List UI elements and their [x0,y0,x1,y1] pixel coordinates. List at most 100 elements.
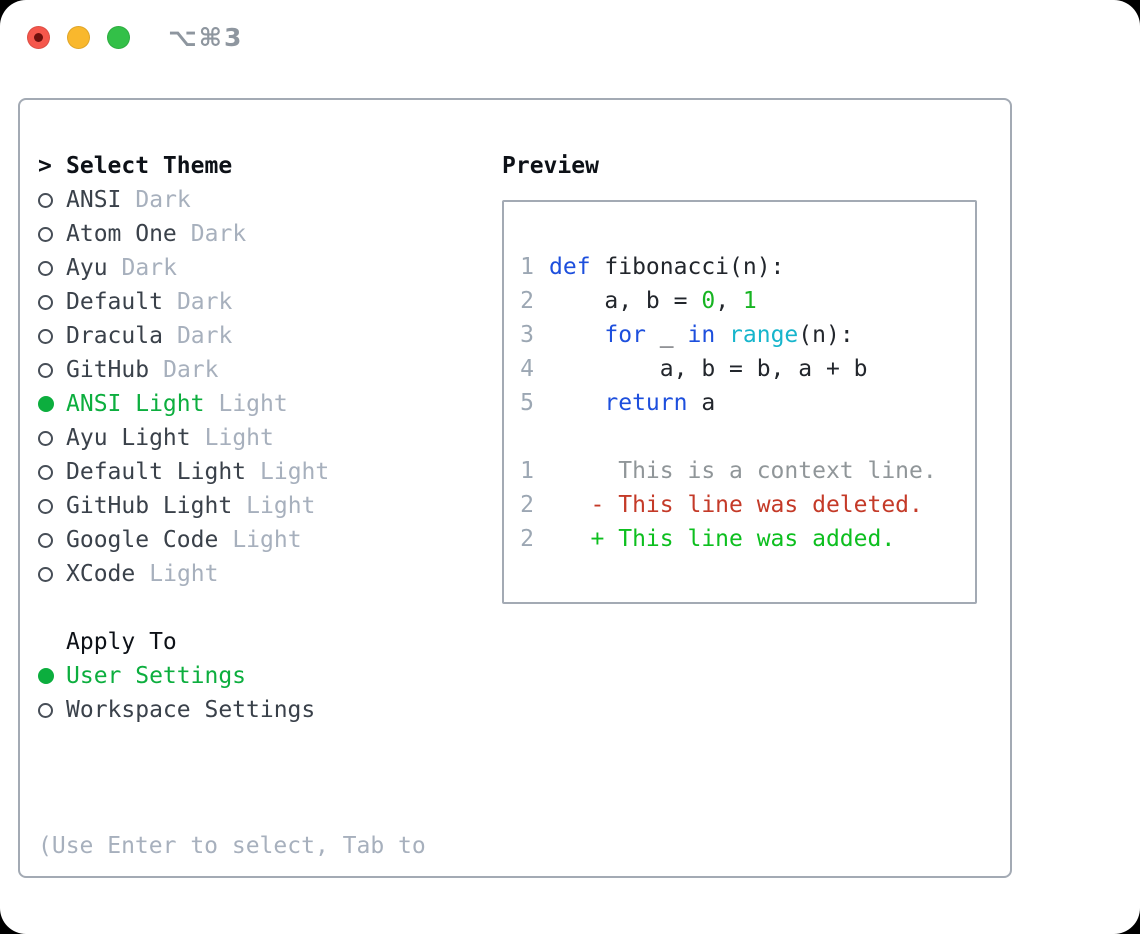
theme-option-xcode[interactable]: XCode Light [38,557,426,591]
theme-option-ansi-light[interactable]: ANSI Light Light [38,387,426,421]
option-label: Ayu Light [66,425,191,451]
radio-unselected-icon [38,532,66,548]
theme-option-google-code[interactable]: Google Code Light [38,523,426,557]
preview-title: Preview [502,153,599,179]
theme-option-ayu-light[interactable]: Ayu Light Light [38,421,426,455]
code-line: 1 This is a context line. [520,454,975,488]
option-label: Dracula [66,323,163,349]
option-label: Google Code [66,527,219,553]
radio-unselected-icon [38,498,66,514]
code-line: 3 for _ in range(n): [520,318,975,352]
radio-unselected-icon [38,260,66,276]
select-theme-title: Select Theme [66,153,233,179]
theme-option-github-light[interactable]: GitHub Light Light [38,489,426,523]
code-line: 2 + This line was added. [520,522,975,556]
theme-variant-label: Light [260,459,330,485]
apply-option-workspace-settings[interactable]: Workspace Settings [38,693,426,727]
radio-unselected-icon [38,328,66,344]
line-content: - This line was deleted. [549,492,923,518]
keyboard-hint: (Use Enter to select, Tab to change focu… [38,761,426,934]
theme-variant-label: Light [246,493,316,519]
line-content: a, b = b, a + b [549,356,868,382]
spacer [38,591,426,625]
theme-option-atom-one[interactable]: Atom One Dark [38,217,426,251]
option-label: Atom One [66,221,177,247]
spacer [38,727,426,761]
code-line: 5 return a [520,386,975,420]
code-line: 2 a, b = 0, 1 [520,284,975,318]
focus-caret-icon: > [38,153,52,179]
line-content: + This line was added. [549,526,896,552]
line-number: 1 [520,458,534,484]
option-label: ANSI [66,187,122,213]
radio-unselected-icon [38,192,66,208]
option-label: Default Light [66,459,247,485]
theme-variant-label: Light [204,425,274,451]
option-label: Workspace Settings [66,697,316,723]
apply-option-user-settings[interactable]: User Settings [38,659,426,693]
radio-selected-icon [38,668,66,684]
line-number: 4 [520,356,534,382]
radio-selected-icon [38,396,66,412]
hint-line-1: (Use Enter to select, Tab to [38,833,426,859]
theme-variant-label: Dark [163,357,219,383]
theme-variant-label: Dark [176,289,233,315]
minimize-button[interactable] [67,26,90,49]
code-line: 4 a, b = b, a + b [520,352,975,386]
line-number: 2 [520,492,534,518]
window-title: ⌥⌘3 [168,23,244,52]
option-label: GitHub Light [66,493,233,519]
theme-variant-label: Dark [190,221,247,247]
line-content: for _ in range(n): [604,322,854,348]
line-number [520,420,534,454]
line-content: return a [604,390,716,416]
line-number: 2 [520,288,534,314]
theme-option-github[interactable]: GitHub Dark [38,353,426,387]
radio-unselected-icon [38,226,66,242]
close-button[interactable] [27,26,50,49]
option-label: GitHub [66,357,150,383]
theme-variant-label: Dark [135,187,191,213]
line-content: def fibonacci(n): [549,254,785,280]
code-line: 2 - This line was deleted. [520,488,975,522]
apply-to-header: Apply To [38,625,426,659]
code-line: 1 def fibonacci(n): [520,250,975,284]
apply-to-title: Apply To [66,629,177,655]
theme-option-ayu[interactable]: Ayu Dark [38,251,426,285]
theme-variant-label: Light [149,561,219,587]
theme-variant-label: Light [232,527,302,553]
option-label: XCode [66,561,136,587]
radio-unselected-icon [38,702,66,718]
radio-unselected-icon [38,430,66,446]
unsaved-changes-dot-icon [34,33,43,42]
theme-option-default[interactable]: Default Dark [38,285,426,319]
line-number: 5 [520,390,534,416]
select-theme-header: > Select Theme [38,149,426,183]
radio-unselected-icon [38,362,66,378]
option-label: Default [66,289,163,315]
radio-unselected-icon [38,464,66,480]
line-content: a, b = 0, 1 [549,288,757,314]
theme-variant-label: Dark [121,255,177,281]
radio-unselected-icon [38,566,66,582]
theme-variant-label: Light [218,391,288,417]
radio-unselected-icon [38,294,66,310]
theme-option-ansi[interactable]: ANSI Dark [38,183,426,217]
theme-option-default-light[interactable]: Default Light Light [38,455,426,489]
option-label: ANSI Light [66,391,205,417]
theme-variant-label: Dark [176,323,233,349]
option-label: User Settings [66,663,247,689]
theme-option-dracula[interactable]: Dracula Dark [38,319,426,353]
line-number: 3 [520,322,534,348]
line-number: 1 [520,254,534,280]
maximize-button[interactable] [107,26,130,49]
option-label: Ayu [66,255,108,281]
